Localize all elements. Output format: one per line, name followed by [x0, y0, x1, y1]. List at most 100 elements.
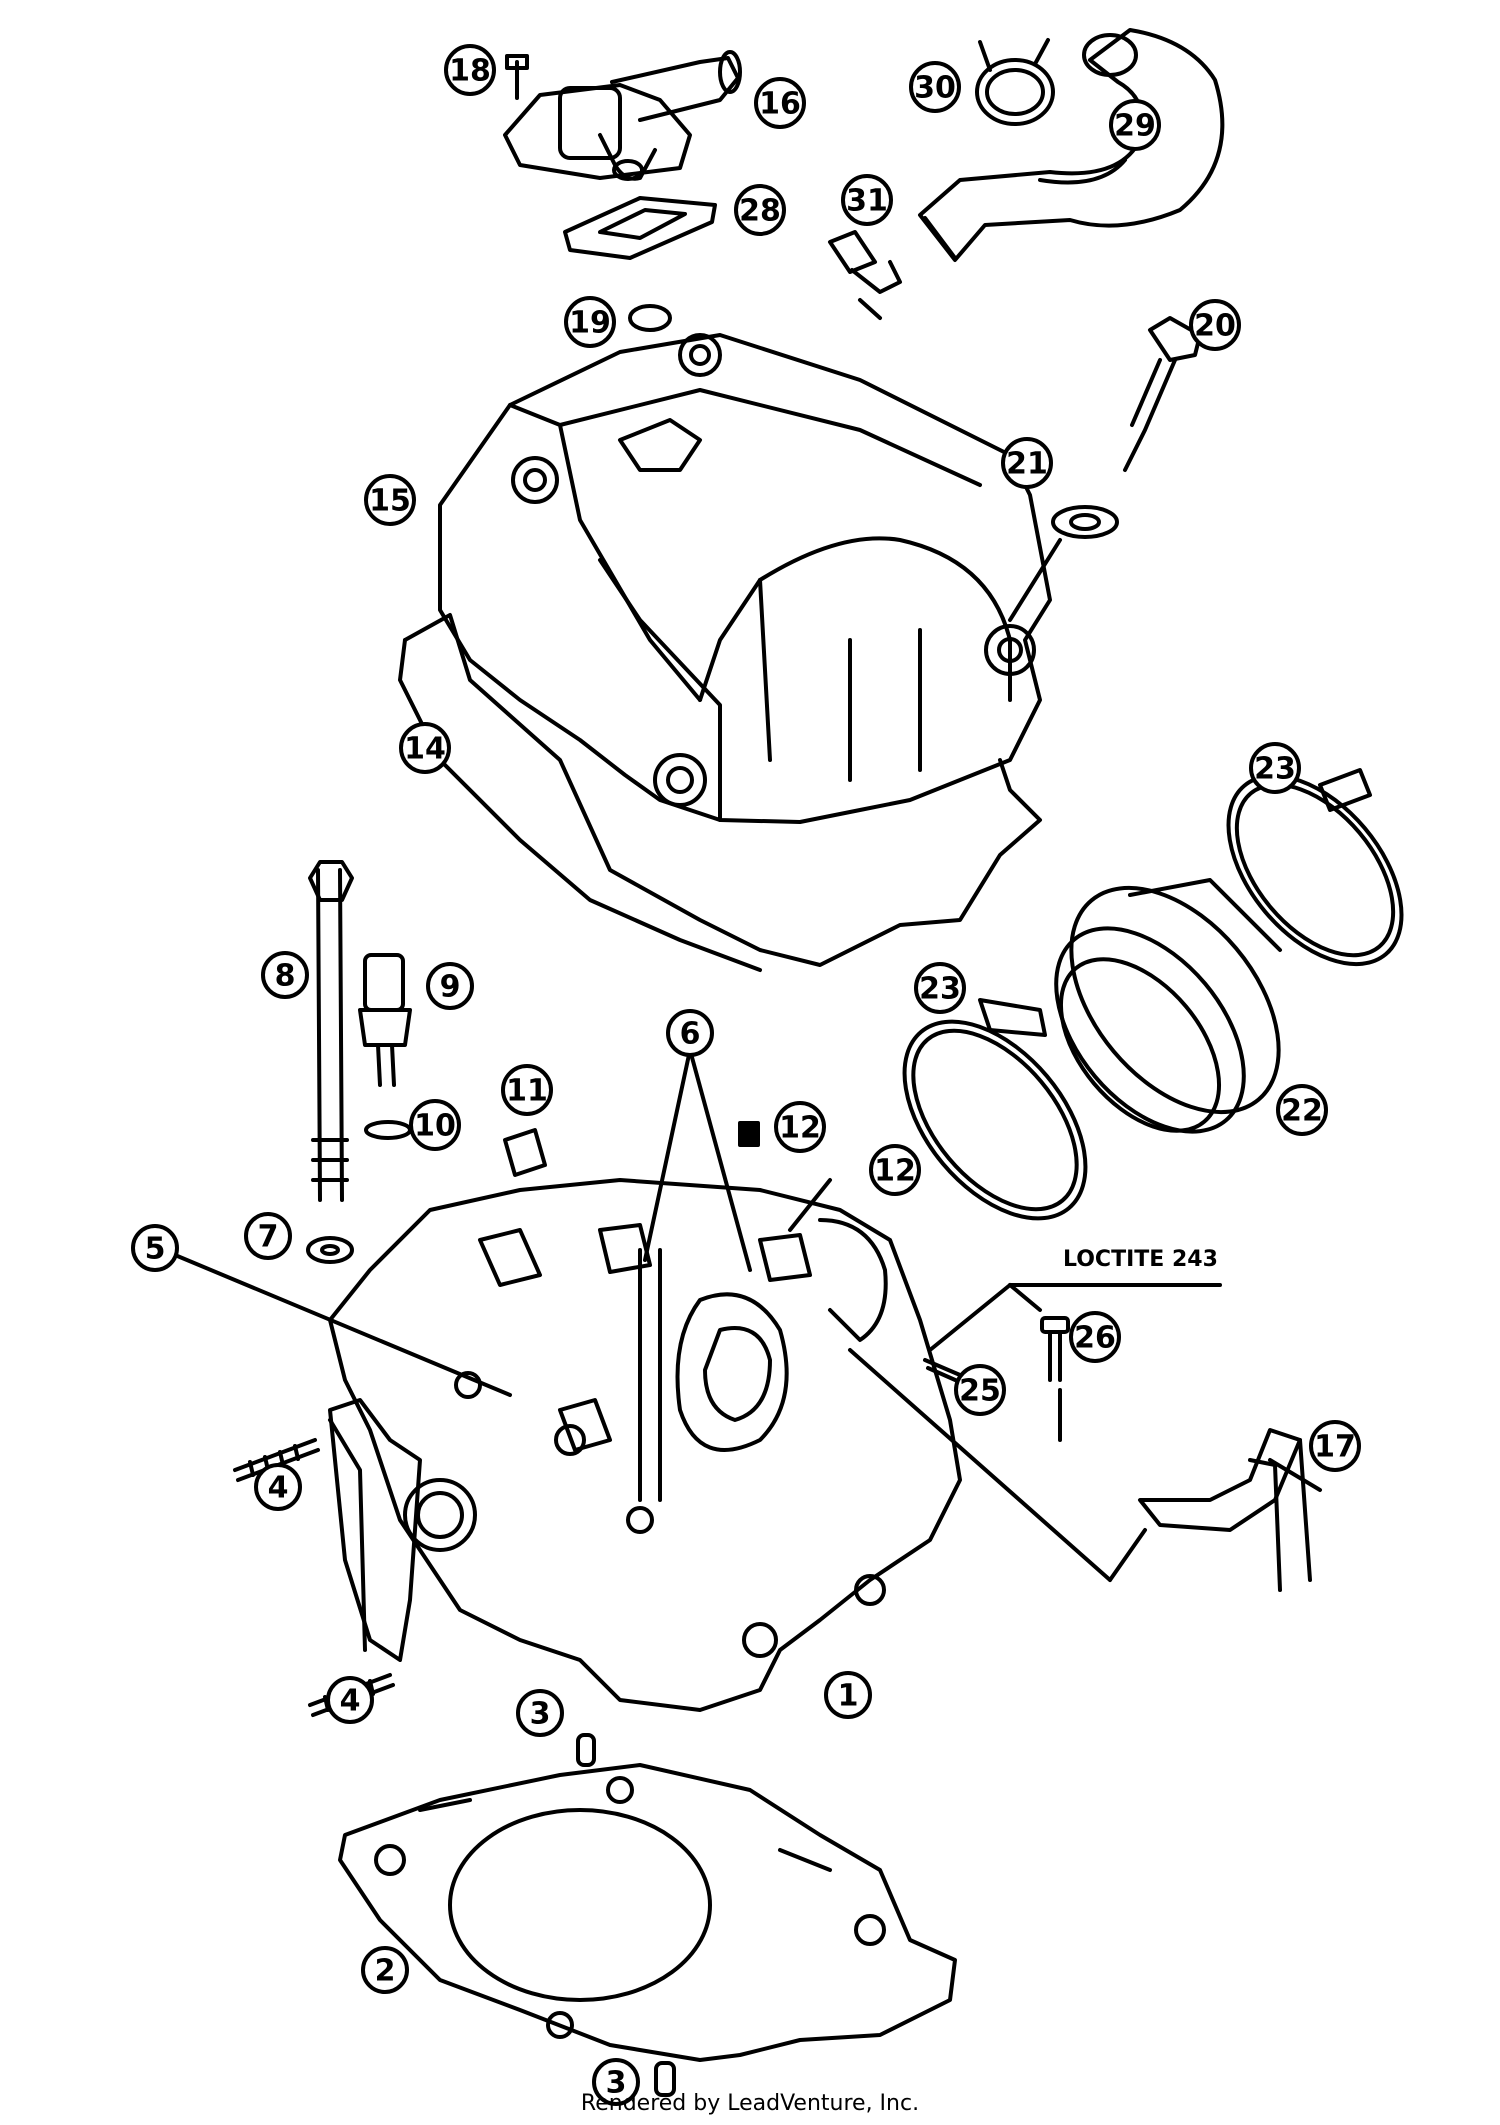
callout-circle — [734, 184, 786, 236]
callout-circle — [841, 174, 893, 226]
callout-number: 11 — [506, 1074, 548, 1109]
loctite-note: LOCTITE 243 — [1063, 1247, 1218, 1272]
callout-c21: 21 — [1001, 437, 1053, 489]
cylinder-head — [328, 1178, 962, 1712]
callout-number: 23 — [1254, 752, 1296, 787]
callout-number: 20 — [1194, 309, 1236, 344]
sensor-o-ring — [364, 1120, 412, 1140]
callout-c6: 6 — [666, 1009, 714, 1057]
cover-bolt — [1123, 316, 1202, 472]
washer — [306, 1236, 354, 1264]
callout-number: 2 — [375, 1954, 396, 1989]
callout-circle — [516, 1689, 564, 1737]
leader-line — [1008, 538, 1062, 622]
callout-c4a: 4 — [254, 1463, 302, 1511]
dowel-pin-upper — [576, 1733, 596, 1767]
callout-circle — [824, 1671, 872, 1719]
callout-circle — [409, 1099, 461, 1151]
dowel-pin-lower — [654, 2061, 676, 2097]
temperature-sensor — [828, 230, 902, 320]
callout-number: 5 — [145, 1232, 166, 1267]
cover-grommet — [1051, 505, 1119, 539]
hose-clamp — [975, 38, 1055, 126]
callout-c4b: 4 — [326, 1676, 374, 1724]
callout-number: 3 — [606, 2066, 627, 2101]
callout-circle — [244, 1212, 292, 1260]
callout-circle — [1249, 742, 1301, 794]
callout-circle — [1001, 437, 1053, 489]
callout-c9: 9 — [426, 962, 474, 1010]
intake-boot — [1054, 878, 1282, 1134]
callout-c8: 8 — [261, 951, 309, 999]
stud-upper — [233, 1438, 320, 1482]
leader-lines — [173, 1048, 1222, 1582]
callout-c23a: 23 — [1249, 742, 1301, 794]
callout-circle — [1309, 1420, 1361, 1472]
footer-credit: Rendered by LeadVenture, Inc. — [581, 2091, 919, 2116]
dowel-sleeve — [503, 1128, 547, 1177]
callout-number: 31 — [846, 184, 888, 219]
callout-c26: 26 — [1069, 1311, 1121, 1363]
callout-c19: 19 — [564, 296, 616, 348]
callout-circle — [326, 1676, 374, 1724]
callout-c3a: 3 — [516, 1689, 564, 1737]
clamp-upper — [1226, 768, 1404, 967]
callout-c10: 10 — [409, 1099, 461, 1151]
callout-circle — [364, 474, 416, 526]
callout-c12a: 12 — [774, 1101, 826, 1153]
callout-c2: 2 — [361, 1946, 409, 1994]
callout-c20: 20 — [1189, 299, 1241, 351]
callout-c5: 5 — [131, 1224, 179, 1272]
callout-c17: 17 — [1309, 1420, 1361, 1472]
mounting-bracket — [1138, 1428, 1322, 1592]
callout-circle — [444, 44, 496, 96]
callout-circle — [1069, 1311, 1121, 1363]
callout-c28: 28 — [734, 184, 786, 236]
callout-number: 28 — [739, 194, 781, 229]
callout-number: 30 — [914, 71, 956, 106]
callout-circle — [666, 1009, 714, 1057]
callout-number: 29 — [1114, 109, 1156, 144]
callout-c14: 14 — [399, 722, 451, 774]
callout-number: 9 — [440, 970, 461, 1005]
callout-circle — [914, 962, 966, 1014]
callout-c3b: 3 — [592, 2058, 640, 2106]
callout-number: 18 — [449, 54, 491, 89]
callout-number: 15 — [369, 484, 411, 519]
callout-number: 12 — [779, 1111, 821, 1146]
o-ring — [628, 304, 672, 332]
callout-circle — [564, 296, 616, 348]
callout-circle — [399, 722, 451, 774]
callout-number: 6 — [680, 1017, 701, 1052]
callout-number: 3 — [530, 1697, 551, 1732]
callout-number: 10 — [414, 1109, 456, 1144]
callout-circle — [954, 1364, 1006, 1416]
callout-number: 19 — [569, 306, 611, 341]
outlet-gasket — [563, 196, 717, 260]
callout-circle — [869, 1144, 921, 1196]
callout-circle — [1109, 99, 1161, 151]
callout-c16: 16 — [754, 77, 806, 129]
callout-c25: 25 — [954, 1364, 1006, 1416]
callout-number: 4 — [268, 1471, 289, 1506]
valve-cover-gasket — [398, 613, 1042, 972]
callout-c31: 31 — [841, 174, 893, 226]
callout-number: 1 — [838, 1679, 859, 1714]
callout-number: 22 — [1281, 1094, 1323, 1129]
callout-number: 8 — [275, 959, 296, 994]
callout-number: 21 — [1006, 447, 1048, 482]
callout-circle — [261, 951, 309, 999]
plug — [738, 1121, 760, 1147]
engine-sensor — [358, 953, 412, 1087]
callout-number: 26 — [1074, 1321, 1116, 1356]
callout-circle — [131, 1224, 179, 1272]
bracket-bolt — [1040, 1316, 1070, 1382]
callout-c22: 22 — [1276, 1084, 1328, 1136]
long-stud-bolt — [308, 860, 354, 1202]
coolant-hose — [918, 28, 1225, 262]
head-gasket — [338, 1763, 957, 2062]
clamp-lower — [902, 998, 1088, 1221]
callout-number: 4 — [340, 1684, 361, 1719]
callout-circle — [909, 61, 961, 113]
